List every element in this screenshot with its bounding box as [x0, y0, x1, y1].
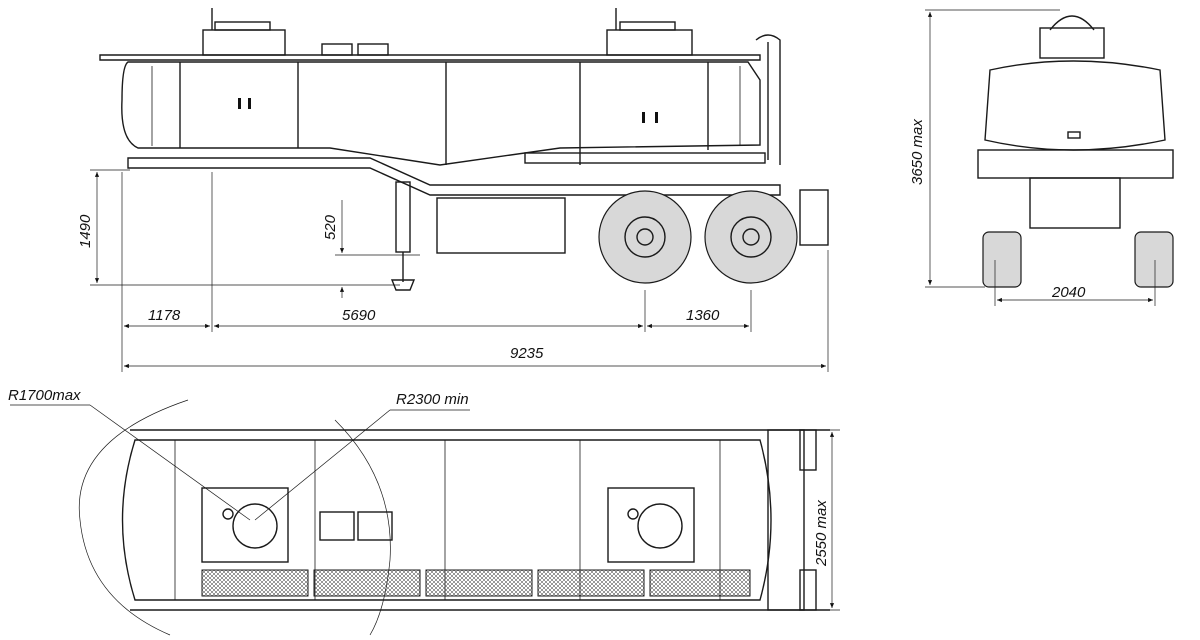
dim-overall-height: 3650 max: [909, 119, 926, 185]
dim-overall-length: 9235: [510, 345, 544, 362]
rear-view: 2040 3650 max: [909, 9, 1174, 306]
hatch-front: [202, 29, 286, 56]
chassis: [127, 157, 781, 196]
support-leg: [395, 181, 411, 253]
dim-overall-width: 2550 max: [813, 500, 830, 567]
label-turn-radius-front: R1700max: [8, 387, 81, 404]
dim-track-width: 2040: [1051, 284, 1086, 301]
walkway: [99, 54, 761, 61]
top-view: R1700max R2300 min 2550 max: [8, 387, 840, 636]
top-hatch-front: [201, 487, 289, 563]
radius-arc-front: [78, 399, 189, 636]
side-view: [99, 8, 829, 291]
rear-tire-left: [982, 231, 1022, 288]
top-hatch-rear: [607, 487, 695, 563]
tire-front: [598, 190, 692, 284]
dim-leg-height: 520: [322, 214, 339, 240]
rear-tire-right: [1134, 231, 1174, 288]
dim-fifth-wheel-height: 1490: [77, 214, 94, 248]
radius-arc-min: [334, 419, 391, 636]
rear-tank: [984, 60, 1166, 151]
tire-rear: [704, 190, 798, 284]
side-dimensions: 1490 520 1178 5690 1360 9235: [77, 169, 829, 372]
hatch-rear: [606, 29, 693, 56]
toolbox: [436, 197, 566, 254]
dim-kingpin-axle: 5690: [342, 307, 376, 324]
tank-body: [121, 61, 761, 166]
dim-axle-spread: 1360: [686, 307, 720, 324]
dim-front-overhang: 1178: [148, 307, 181, 324]
label-turn-radius-min: R2300 min: [396, 391, 469, 408]
